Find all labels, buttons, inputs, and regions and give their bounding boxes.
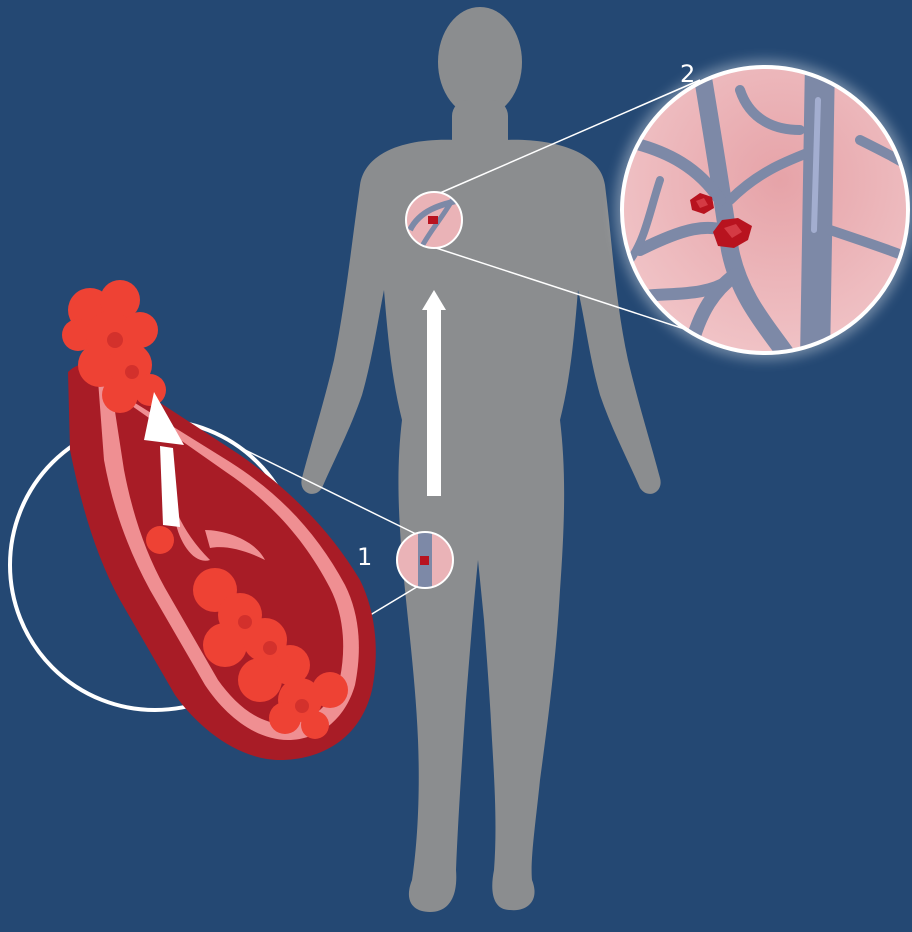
callout-1: 1 bbox=[357, 545, 372, 569]
lung-zoom-view bbox=[615, 60, 912, 360]
callout-2: 2 bbox=[680, 62, 695, 86]
body-silhouette bbox=[301, 7, 660, 912]
